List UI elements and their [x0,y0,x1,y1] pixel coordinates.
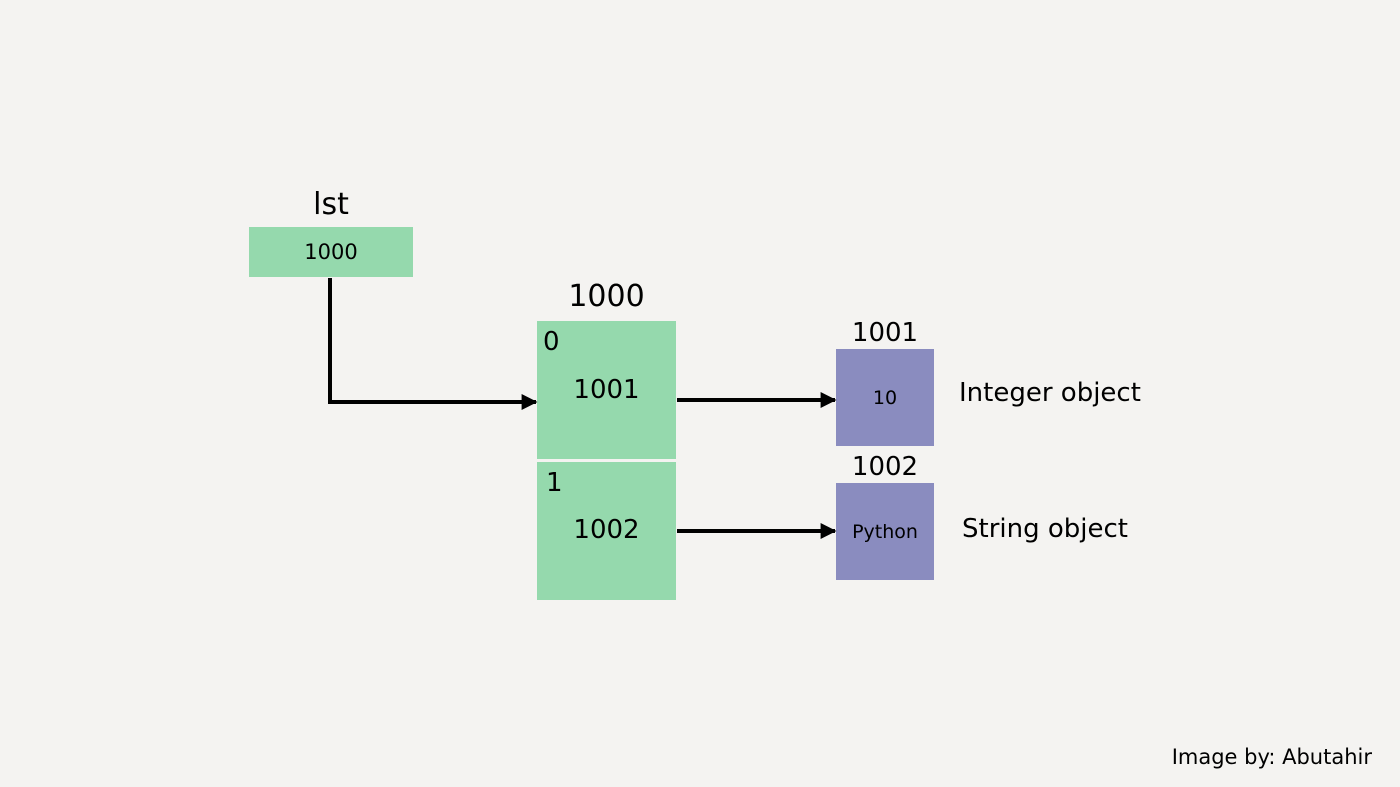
arrow-lst-to-list [328,278,538,410]
object-description-1: String object [962,514,1128,544]
image-credit: Image by: Abutahir [1171,745,1372,769]
variable-name-label: lst [313,187,349,222]
variable-box: 1000 [249,227,413,277]
slot-value-1: 1002 [573,515,640,545]
list-address-label: 1000 [568,279,645,314]
slot-index-1: 1 [546,468,563,498]
slot-index-0: 0 [543,327,560,357]
list-slot-1: 1 1002 [537,462,676,600]
variable-value: 1000 [304,240,358,264]
object-value-0: 10 [872,386,898,409]
list-slot-0: 0 1001 [537,321,676,459]
object-address-1: 1002 [851,452,919,482]
object-address-0: 1001 [851,318,919,348]
object-box-0: 10 [836,349,934,446]
object-value-1: Python [852,520,918,543]
object-description-0: Integer object [959,378,1141,408]
object-box-1: Python [836,483,934,580]
slot-value-0: 1001 [573,375,640,405]
